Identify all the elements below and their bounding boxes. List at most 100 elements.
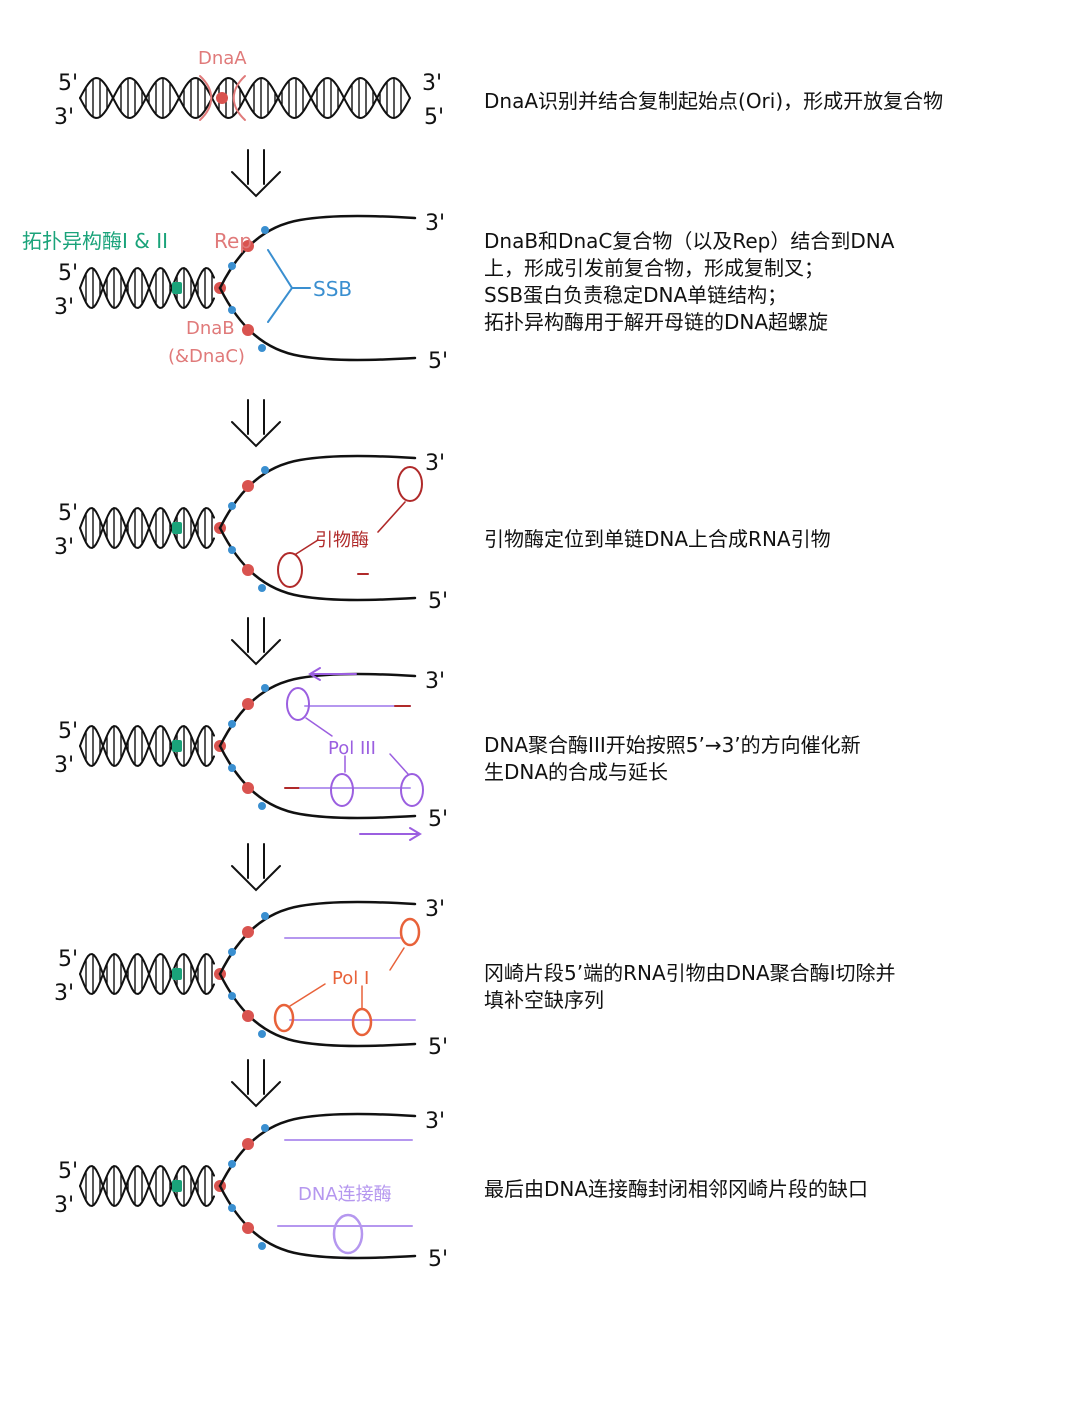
end-label-5-right: 5' [424,105,444,130]
end-label-5-left: 5' [58,261,78,286]
arrow-head [231,1081,281,1108]
primase-oval [397,466,423,502]
end-label-3-left: 3' [54,753,74,778]
pol1-pointer [289,983,326,1007]
helicase-dot [242,782,254,794]
end-label-5-fork: 5' [428,349,448,374]
end-label-3-left: 3' [54,535,74,560]
dnaA-protein [216,92,228,104]
topoisomerase-mark [172,968,182,980]
leading-parent-strand [218,454,417,530]
end-label-3-left: 3' [54,105,74,130]
ssb-dot [258,344,266,352]
end-label-5-fork: 5' [428,1247,448,1272]
step-6-diagram: 3'5'5'3'DNA连接酶 [54,1109,448,1272]
dnaA-label: DnaA [198,48,247,69]
helicase-dot [242,480,254,492]
step-5-diagram: 3'5'5'3'Pol I [54,897,448,1108]
step-3-description: 引物酶定位到单链DNA上合成RNA引物 [484,527,831,551]
end-label-3-fork: 3' [425,669,445,694]
pol3-pointer [305,717,333,737]
ssb-bracket [267,249,311,323]
ssb-dot [261,466,269,474]
rightward-arrow-icon [359,827,422,841]
ssb-dot [228,546,236,554]
step-5-description: 冈崎片段5’端的RNA引物由DNA聚合酶I切除并 填补空缺序列 [484,961,896,1012]
pol1-oval [399,917,421,947]
end-label-3-fork: 3' [425,211,445,236]
topoisomerase-mark [172,1180,182,1192]
helicase-dot [242,698,254,710]
leading-parent-strand [218,214,417,290]
step-1-diagram: 5' 3' 3' 5' DnaA [54,48,444,198]
helicase-dot [242,324,254,336]
helicase-dot [242,926,254,938]
lagging-parent-strand [218,744,417,820]
ligase-oval [332,1213,364,1255]
end-label-3-right: 3' [422,71,442,96]
ssb-dot [261,684,269,692]
end-label-5-left: 5' [58,719,78,744]
step-2-description: DnaB和DnaC复合物（以及Rep）结合到DNA 上，形成引发前复合物，形成复… [484,229,895,334]
pol3-pointer [389,753,409,775]
end-label-3-left: 3' [54,981,74,1006]
ligase-label: DNA连接酶 [298,1184,392,1205]
arrow-head [231,421,281,448]
step-4-diagram: 3'5'5'3'Pol III [54,667,448,892]
dnaA-outline [199,75,213,121]
primase-label: 引物酶 [315,530,369,551]
topoisomerase-mark [172,282,182,294]
ssb-dot [261,912,269,920]
end-label-3-left: 3' [54,295,74,320]
leading-parent-strand [218,1112,417,1188]
ssb-label: SSB [313,277,352,301]
end-label-5-fork: 5' [428,1035,448,1060]
end-label-5-fork: 5' [428,589,448,614]
ssb-dot [228,948,236,956]
end-label-3-left: 3' [54,1193,74,1218]
step-1-description: DnaA识别并结合复制起始点(Ori)，形成开放复合物 [484,89,944,113]
step-3-diagram: 3' 5' 5' 3' 引物酶 [54,451,448,666]
lagging-parent-strand [218,1184,417,1260]
ssb-dot [228,1160,236,1168]
arrow-head [231,171,281,198]
ssb-dot [228,306,236,314]
pol3-oval [286,687,310,721]
ssb-dot [228,262,236,270]
ssb-dot [258,802,266,810]
leading-parent-strand [218,900,417,976]
pol3-oval [330,773,354,807]
lagging-parent-strand [218,526,417,602]
ssb-dot [228,720,236,728]
ssb-dot [261,226,269,234]
pol1-label: Pol I [332,968,369,989]
helicase-dot [242,1138,254,1150]
ssb-dot [228,764,236,772]
end-label-5-left: 5' [58,71,78,96]
step-4-description: DNA聚合酶III开始按照5’→3’的方向催化新 生DNA的合成与延长 [484,733,861,784]
ssb-dot [228,502,236,510]
arrow-head [231,865,281,892]
ssb-dot [258,584,266,592]
step-6-description: 最后由DNA连接酶封闭相邻冈崎片段的缺口 [484,1177,869,1201]
ssb-dot [261,1124,269,1132]
helicase-dot [242,1222,254,1234]
end-label-5-left: 5' [58,947,78,972]
primase-pointer [377,501,406,533]
leftward-arrow-icon [308,667,357,681]
primase-oval [277,552,303,588]
arrow-head [231,639,281,666]
pol3-oval [400,773,424,807]
lagging-parent-strand [218,972,417,1048]
leading-parent-strand [218,672,417,748]
pol1-oval [273,1003,295,1033]
dnaA-outline [232,75,246,121]
end-label-5-fork: 5' [428,807,448,832]
ssb-dot [228,1204,236,1212]
end-label-5-left: 5' [58,501,78,526]
lagging-parent-strand [218,286,417,362]
end-label-3-fork: 3' [425,451,445,476]
topoisomerase-mark [172,522,182,534]
ssb-dot [258,1030,266,1038]
